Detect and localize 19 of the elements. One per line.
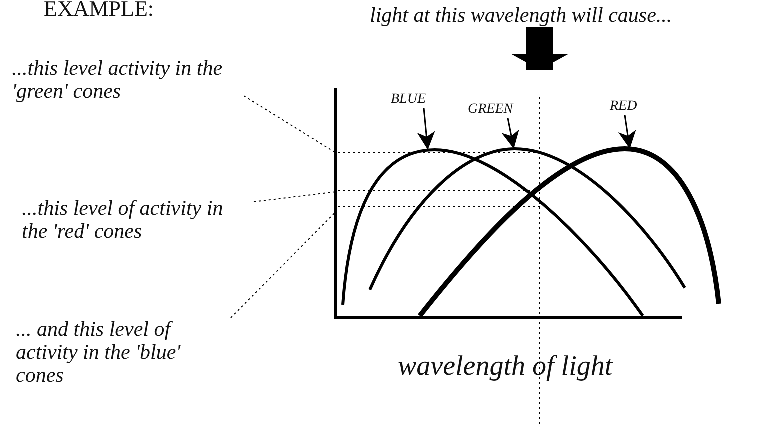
caption-text: light at this wavelength will cause...	[370, 4, 770, 28]
leader-line	[230, 212, 336, 318]
leader-line	[244, 96, 336, 154]
heading-text: EXAMPLE:	[44, 0, 154, 22]
leader-line	[254, 192, 336, 202]
block-arrow	[511, 27, 569, 70]
arrow	[417, 108, 436, 150]
curve-label: GREEN	[468, 102, 524, 118]
callout-text: ...this level of activity in the 'red' cones	[22, 197, 254, 244]
sensitivity-curve	[368, 148, 686, 291]
curve-label: RED	[610, 99, 646, 114]
curve-label: BLUE	[391, 92, 431, 108]
axis-label: wavelength of light	[398, 352, 613, 383]
sensitivity-curve	[418, 146, 722, 318]
callout-text: ...this level activity in the 'green' cones	[12, 57, 244, 104]
sensitivity-curve	[342, 148, 644, 317]
arrow	[502, 118, 520, 150]
callout-text: ... and this level of activity in the 'blue' cones	[16, 318, 231, 388]
arrow	[618, 115, 636, 150]
